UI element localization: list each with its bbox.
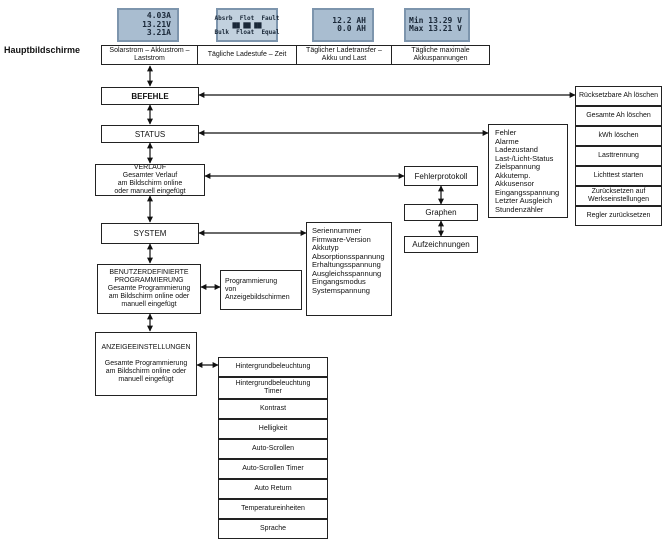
anzeige-item-1: Hintergrundbeleuchtung	[218, 357, 328, 377]
anzeige-item-2: Hintergrundbeleuchtung Timer	[218, 377, 328, 399]
anzeige-item-7: Auto Return	[218, 479, 328, 499]
befehle-item-7: Regler zurücksetzen	[575, 206, 662, 226]
system-items-list: Seriennummer Firmware-Version Akkutyp Ab…	[306, 222, 392, 316]
verlauf-graphen: Graphen	[404, 204, 478, 221]
befehle-item-1: Rücksetzbare Ah löschen	[575, 86, 662, 106]
verlauf-aufzeichnungen: Aufzeichnungen	[404, 236, 478, 253]
benutzer-anzeigebildschirme: Programmierung von Anzeigebildschirmen	[220, 270, 302, 310]
main-screen-caption-3: Täglicher Ladetransfer – Akku und Last	[296, 45, 392, 65]
diagram-title: Hauptbildschirme	[4, 45, 81, 55]
anzeige-item-6: Auto-Scrollen Timer	[218, 459, 328, 479]
anzeige-item-3: Kontrast	[218, 399, 328, 419]
anzeige-item-8: Temperatureinheiten	[218, 499, 328, 519]
main-screen-image-2: Absrb Flot Fault▇▇ ▇▇ ▇▇Bulk Float Equal	[214, 8, 280, 42]
verlauf-fehlerprotokoll: Fehlerprotokoll	[404, 166, 478, 186]
befehle-item-5: Lichttest starten	[575, 166, 662, 186]
befehle-item-2: Gesamte Ah löschen	[575, 106, 662, 126]
anzeige-item-5: Auto-Scrollen	[218, 439, 328, 459]
main-screen-caption-2: Tägliche Ladestufe – Zeit	[197, 45, 297, 65]
befehle-item-4: Lasttrennung	[575, 146, 662, 166]
main-screen-caption-4: Tägliche maximale Akkuspannungen	[391, 45, 490, 65]
befehle-item-6: Zurücksetzen auf Werkseinstellungen	[575, 186, 662, 206]
anzeige-item-4: Helligkeit	[218, 419, 328, 439]
menu-anzeigeeinstellungen: ANZEIGEEINSTELLUNGEN Gesamte Programmier…	[95, 332, 197, 396]
menu-benutzerdefinierte-programmierung: BENUTZERDEFINIERTE PROGRAMMIERUNG Gesamt…	[97, 264, 201, 314]
menu-befehle: BEFEHLE	[101, 87, 199, 105]
main-screen-caption-1: Solarstrom – Akkustrom – Laststrom	[101, 45, 198, 65]
anzeige-item-9: Sprache	[218, 519, 328, 539]
menu-system: SYSTEM	[101, 223, 199, 244]
status-items-list: Fehler Alarme Ladezustand Last-/Licht-St…	[488, 124, 568, 218]
menu-verlauf: VERLAUF Gesamter Verlauf am Bildschirm o…	[95, 164, 205, 196]
menu-status: STATUS	[101, 125, 199, 143]
befehle-item-3: kWh löschen	[575, 126, 662, 146]
